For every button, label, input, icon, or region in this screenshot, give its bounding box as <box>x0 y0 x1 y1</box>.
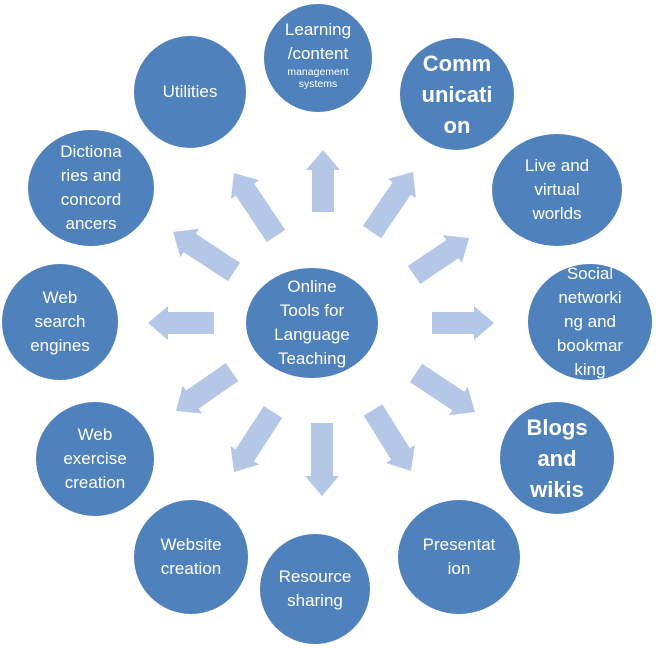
arrow <box>305 423 339 496</box>
node-label-line: exercise <box>63 449 127 468</box>
node-label-line: Comm <box>422 50 492 76</box>
center-label-line: Tools for <box>279 301 345 320</box>
node-website-creation: Website creation <box>134 500 248 614</box>
node-label-line: ries and <box>60 166 122 185</box>
node-label-line: wikis <box>530 476 584 502</box>
center-label-line: Teaching <box>277 349 347 368</box>
center-label-line: Online <box>287 277 337 296</box>
arrow <box>148 306 214 340</box>
node-sublabel-line: systems <box>298 78 338 90</box>
node-label-line: Dictiona <box>60 142 122 161</box>
node-label-line: Web <box>42 288 78 307</box>
node-blogs-wikis: Blogs and wikis <box>500 402 614 514</box>
node-label-line: bookmar <box>556 336 624 355</box>
node-label-line: engines <box>30 336 90 355</box>
node-label-line: networki <box>558 288 622 307</box>
node-label-line: /content <box>287 44 349 63</box>
arrow <box>230 173 286 243</box>
node-label-line: ion <box>447 559 471 578</box>
arrow <box>173 228 240 282</box>
node-label-line: and <box>537 445 577 471</box>
arrow <box>407 235 469 285</box>
arrow <box>409 363 475 416</box>
node-communication: Comm unicati on <box>400 38 514 150</box>
arrow <box>362 172 416 239</box>
node-label-line: Website <box>160 535 222 554</box>
node-label-line: creation <box>160 559 222 578</box>
node-sublabel-line: management <box>287 66 349 78</box>
node-resource-sharing: Resource sharing <box>260 534 370 644</box>
node-web-exercise-creation: Web exercise creation <box>36 402 154 516</box>
node-label-line: on <box>443 112 471 138</box>
node-dictionaries-concordancers: Dictiona ries and concord ancers <box>28 130 154 246</box>
node-label-line: virtual <box>534 180 580 199</box>
node-label-line: Utilities <box>162 82 218 101</box>
center-node: Online Tools for Language Teaching <box>246 268 378 378</box>
node-label-line: search <box>34 312 86 331</box>
arrow <box>230 406 283 472</box>
node-learning-content-management: Learning /content management systems <box>264 4 372 112</box>
node-label-line: ancers <box>65 214 117 233</box>
node-label-line: worlds <box>532 204 582 223</box>
node-label-line: ng and <box>564 312 616 331</box>
node-utilities: Utilities <box>134 36 246 148</box>
node-label-line: Blogs <box>526 414 588 440</box>
node-label-line: Presentat <box>422 535 496 554</box>
node-label-line: Social <box>566 264 614 283</box>
node-social-networking-bookmarking: Social networki ng and bookmar king <box>528 264 652 380</box>
node-presentation: Presentat ion <box>398 500 520 614</box>
node-label-line: king <box>574 360 606 379</box>
node-label-line: Learning <box>284 20 352 39</box>
node-live-virtual-worlds: Live and virtual worlds <box>492 134 622 246</box>
node-label-line: Live and <box>524 156 590 175</box>
arrow <box>363 404 415 471</box>
arrow <box>306 150 340 212</box>
arrow <box>432 306 494 340</box>
node-web-search-engines: Web search engines <box>2 264 118 380</box>
node-label-line: Web <box>77 425 113 444</box>
center-label-line: Language <box>274 325 350 344</box>
node-label-line: Resource <box>278 567 352 586</box>
node-label-line: sharing <box>287 591 343 610</box>
arrow <box>176 363 239 414</box>
node-label-line: unicati <box>421 81 493 107</box>
node-label-line: concord <box>60 190 122 209</box>
node-label-line: creation <box>64 473 126 492</box>
